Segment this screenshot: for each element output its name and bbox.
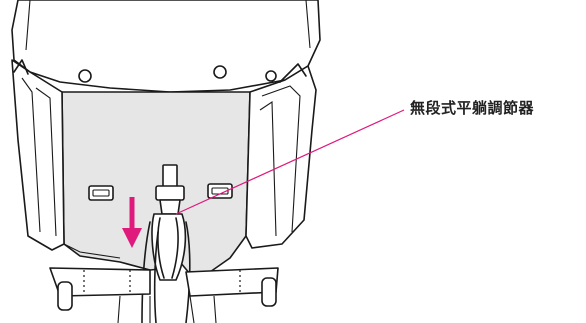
right-belt-slot [207,183,233,199]
seat-base-band [49,267,279,323]
pull-down-arrow [122,197,142,248]
callout-leader-line [175,109,405,215]
left-side-wing [11,59,65,251]
right-side-wing [245,63,317,249]
left-belt-slot [88,185,114,201]
recline-adjuster-label: 無段式平躺調節器 [410,99,535,117]
seat-top-shell [11,0,321,93]
